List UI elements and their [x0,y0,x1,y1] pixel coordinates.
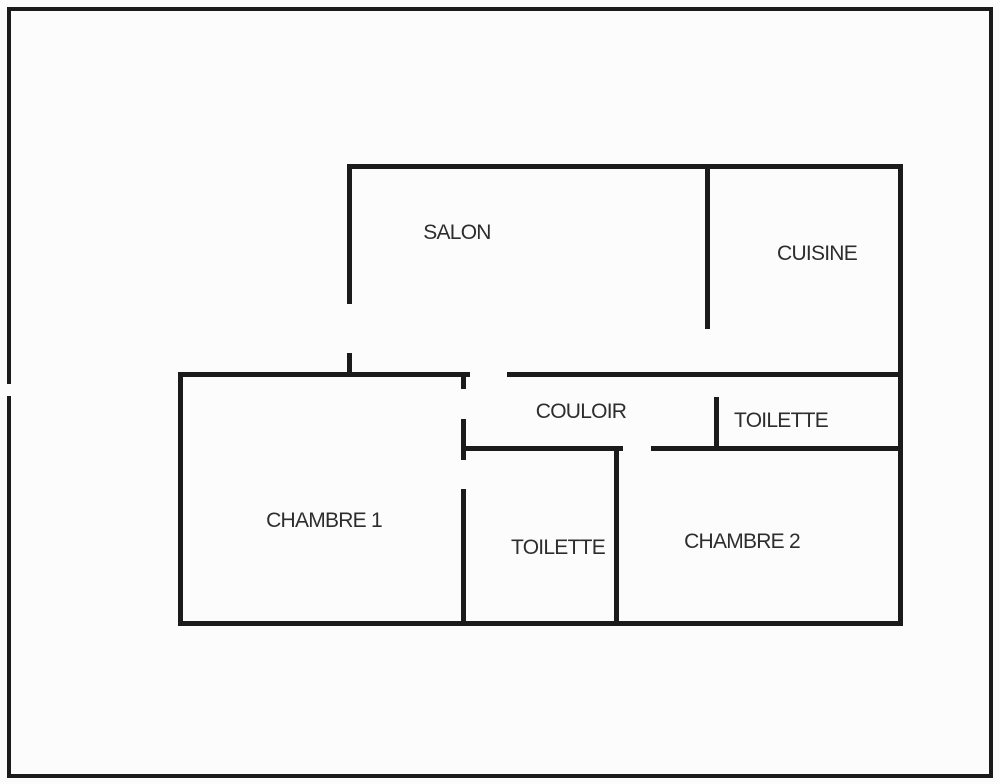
couloir-top-wall [507,372,903,377]
room-label-cuisine: CUISINE [777,242,858,265]
chambre2-top-wall [651,446,903,451]
room-label-chambre-1: CHAMBRE 1 [266,509,383,532]
room-label-couloir: COULOIR [535,400,627,423]
chambre1-top-wall [178,372,470,377]
outer-wall-left-lower [7,396,11,778]
toilette-bas-top-wall [463,446,623,451]
toilette-bas-left-wall [461,489,466,626]
room-label-toilette-bas: TOILETTE [511,536,606,559]
couloir-left-wall-mid [461,419,466,460]
toilette-bas-right-wall [614,446,619,626]
chambre1-left-wall [178,372,183,626]
outer-wall-bottom [7,774,993,778]
salon-cuisine-divider-wall [705,164,710,329]
room-label-salon: SALON [423,221,491,244]
room-label-chambre-2: CHAMBRE 2 [684,530,801,553]
apartment-bottom-wall [178,621,903,626]
salon-left-wall-lower [347,353,352,377]
apartment-right-wall [898,164,903,626]
salon-cuisine-top-wall [347,164,903,169]
room-label-toilette-haut: TOILETTE [734,409,829,432]
toilette-haut-divider-wall [714,397,719,451]
salon-left-wall-upper [347,164,352,304]
outer-wall-left-upper [7,7,11,384]
outer-wall-top [7,7,993,11]
outer-wall-right [989,7,993,778]
couloir-left-wall-upper [461,372,466,389]
